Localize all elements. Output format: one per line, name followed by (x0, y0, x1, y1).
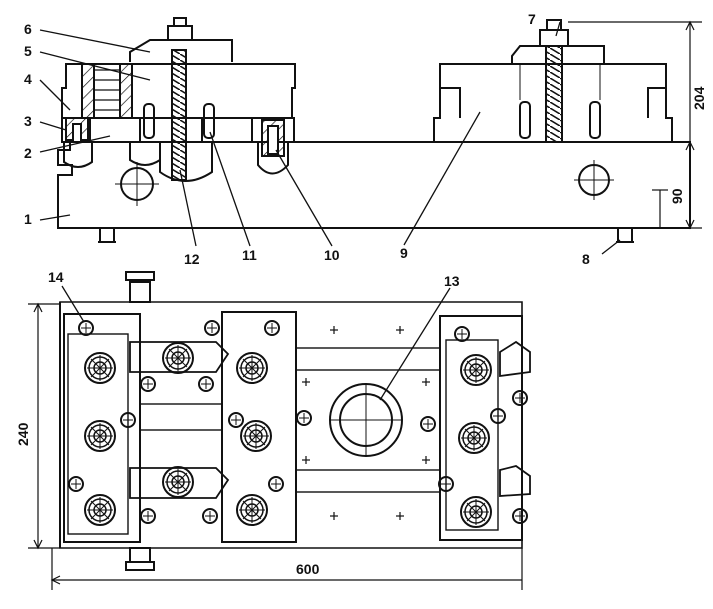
plan-view (28, 271, 531, 590)
label-6: 6 (24, 21, 32, 37)
label-3: 3 (24, 113, 32, 129)
leader-lines-front (39, 21, 621, 255)
left-clamp-block (61, 63, 296, 119)
label-1: 1 (24, 211, 32, 227)
label-14: 14 (48, 269, 64, 285)
label-8: 8 (582, 251, 590, 267)
clamp-strap-left (129, 39, 233, 62)
dim-plan-length: 600 (296, 561, 320, 577)
dim-plan-width: 240 (15, 422, 31, 446)
label-11: 11 (242, 247, 257, 263)
plan-base-outline (59, 301, 523, 549)
label-5: 5 (24, 43, 32, 59)
plan-right-block (439, 315, 523, 541)
label-12: 12 (184, 251, 200, 267)
label-7: 7 (528, 11, 536, 27)
label-9: 9 (400, 245, 408, 261)
foot-right (617, 227, 633, 243)
dim-overall-height: 204 (691, 86, 707, 110)
foot-left (99, 227, 115, 243)
plan-small-holes (68, 320, 528, 524)
dim-base-height: 90 (669, 188, 685, 204)
label-4: 4 (24, 71, 32, 87)
label-2: 2 (24, 145, 32, 161)
leader-lines-plan (61, 285, 451, 401)
part-labels: 6 5 4 3 2 1 7 8 9 10 11 12 13 14 (24, 11, 590, 289)
label-10: 10 (324, 247, 340, 263)
clamp-strap-right (511, 45, 605, 64)
dimension-labels: 204 90 240 600 (15, 86, 707, 577)
front-view (57, 17, 702, 243)
label-13: 13 (444, 273, 460, 289)
